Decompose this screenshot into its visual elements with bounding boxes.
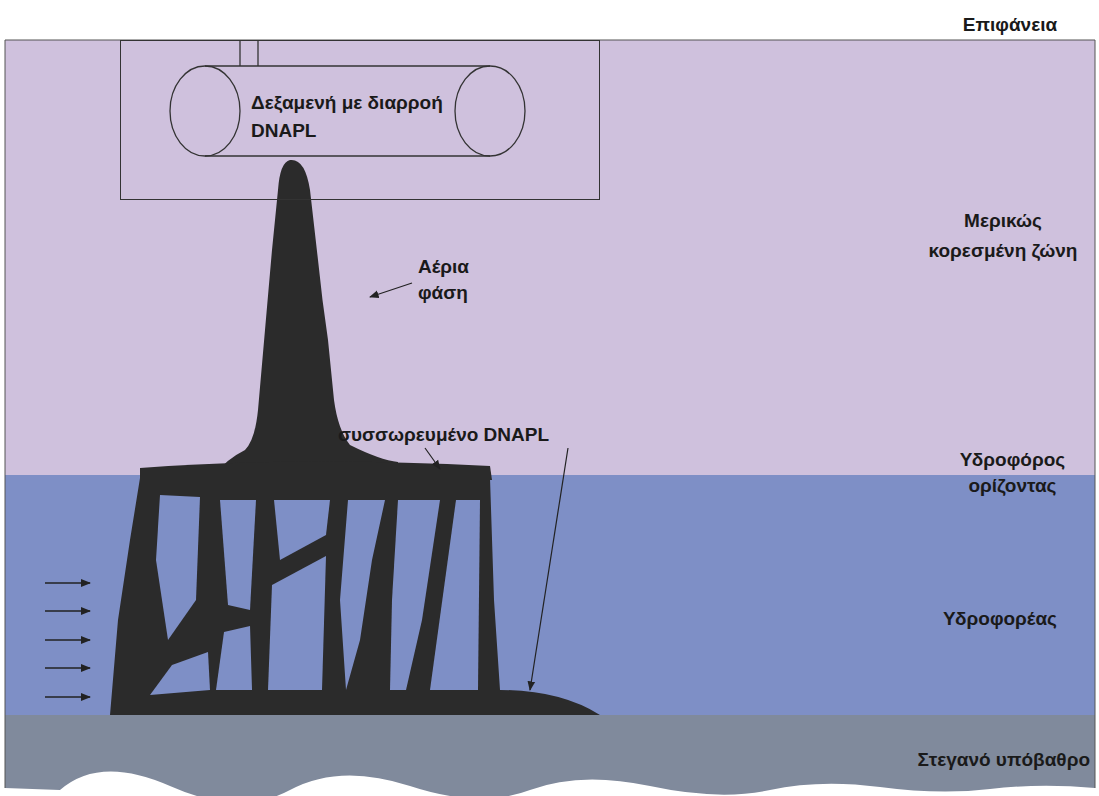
water-table-label: Υδροφόρος ορίζοντας <box>935 447 1090 499</box>
zone-band: Στεγανό υπόβαθρο <box>5 715 1095 790</box>
unsaturated-band <box>5 40 1095 475</box>
leader-arrows <box>370 283 568 690</box>
flow-arrows <box>45 583 90 697</box>
frame-line <box>1095 40 1096 788</box>
aquifer-band <box>5 475 1095 715</box>
tank-box: Δεξαμενή με διαρροή DNAPL <box>120 40 600 200</box>
tank-cylinder <box>170 40 525 156</box>
node-text: Μερικώς κορεσμένη ζώνη <box>913 206 1093 266</box>
phase-label: Αέρια φάση <box>418 254 498 306</box>
node-text: Στεγανό υπόβαθρο <box>805 747 1090 773</box>
dnapl-pool-top <box>140 461 492 480</box>
bedrock-band <box>5 715 1095 796</box>
zone-band: Υδροφορέας <box>5 475 1095 715</box>
pool-label: συσσωρευμένο DNAPL <box>338 422 578 448</box>
zone-band: Μερικώς κορεσμένη ζώνη Δεξαμενή με διαρρο… <box>5 40 1095 475</box>
node-text: Δεξαμενή με διαρροή DNAPL <box>251 89 451 145</box>
network-gaps <box>150 495 480 695</box>
node-text: Υδροφορέας <box>910 606 1090 632</box>
dnapl-network <box>110 478 600 715</box>
surface-label: Επιφάνεια <box>930 12 1090 38</box>
frame-line <box>5 40 6 788</box>
